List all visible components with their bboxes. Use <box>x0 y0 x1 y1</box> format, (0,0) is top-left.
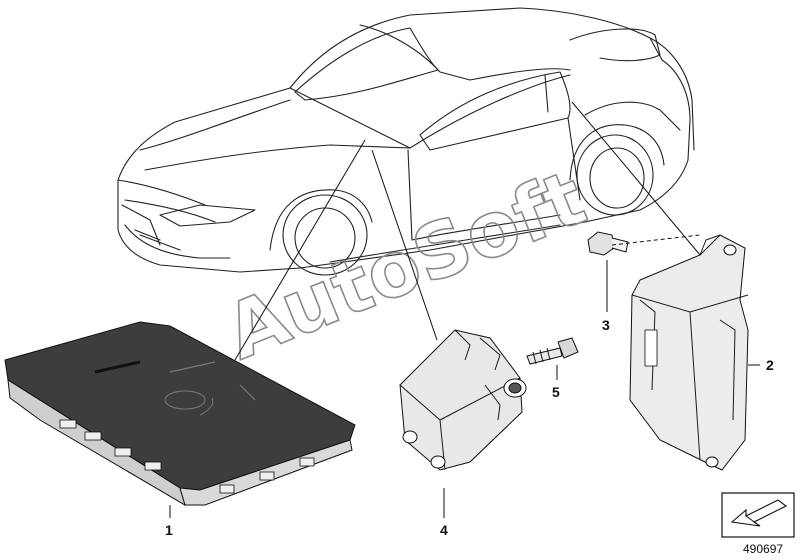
callout-3: 3 <box>602 317 610 333</box>
watermark-text: AutoSoft <box>213 153 597 377</box>
part-4-antenna-module <box>399 329 527 471</box>
part-3-nut <box>587 231 629 256</box>
leader-2 <box>571 101 701 256</box>
callout-1: 1 <box>165 522 173 538</box>
callout-5: 5 <box>552 384 560 400</box>
watermark: AutoSoft <box>213 152 598 378</box>
part-1-charging-module <box>4 321 356 507</box>
car-outline <box>117 7 695 276</box>
leader-lines <box>169 101 760 518</box>
leader-4 <box>371 149 438 341</box>
part-2-control-unit <box>629 234 749 471</box>
document-number: 490697 <box>743 542 783 556</box>
callout-2: 2 <box>766 357 774 373</box>
callout-4: 4 <box>440 522 448 538</box>
leader-1 <box>234 139 366 361</box>
orientation-arrow-icon <box>721 492 795 538</box>
part-5-bolt <box>526 337 579 365</box>
leader-3-dashed <box>611 234 701 246</box>
